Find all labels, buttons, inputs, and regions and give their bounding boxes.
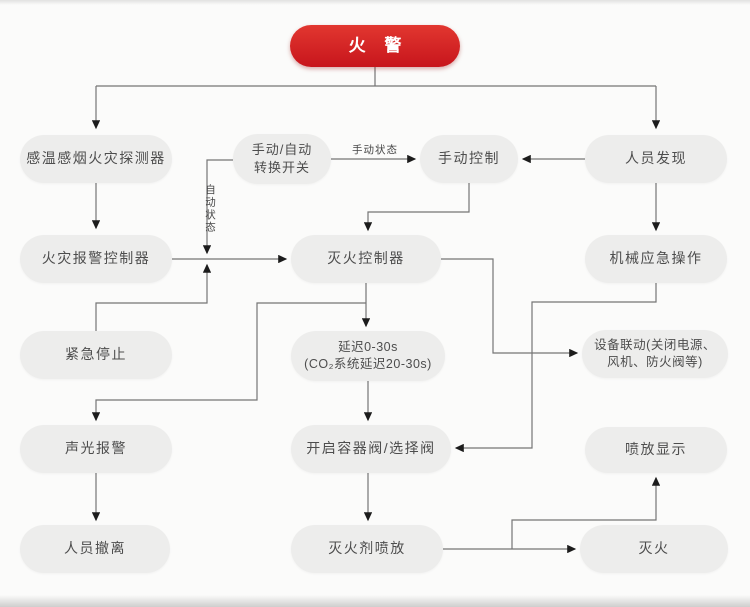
node-fire-alarm-controller: 火灾报警控制器 (20, 235, 172, 283)
node-person-discovery: 人员发现 (585, 135, 727, 183)
node-equipment-linkage: 设备联动(关闭电源、 风机、防火阀等) (582, 330, 728, 378)
node-sound-light-alarm: 声光报警 (20, 425, 172, 473)
edge-label-manual-state: 手动状态 (352, 144, 398, 156)
edge-label-auto-state: 自动状态 (204, 184, 216, 234)
node-delay: 延迟0-30s (CO₂系统延迟20-30s) (291, 331, 445, 381)
photo-edge-top (0, 0, 750, 5)
node-discharge-display: 喷放显示 (585, 427, 727, 473)
node-fire-extinguished: 灭火 (580, 525, 728, 573)
node-emergency-stop: 紧急停止 (20, 331, 172, 379)
node-manual-auto-switch: 手动/自动 转换开关 (233, 134, 331, 184)
node-personnel-evacuation: 人员撤离 (20, 525, 170, 573)
node-manual-control: 手动控制 (420, 135, 518, 183)
node-extinguishing-controller: 灭火控制器 (291, 235, 441, 283)
photo-edge-bottom (0, 595, 750, 607)
node-open-container-valve: 开启容器阀/选择阀 (291, 425, 451, 473)
node-fire-detector: 感温感烟火灾探测器 (20, 135, 172, 183)
node-agent-discharge: 灭火剂喷放 (291, 525, 443, 573)
node-fire-alarm: 火 警 (290, 25, 460, 67)
node-mechanical-emergency-operation: 机械应急操作 (585, 235, 727, 283)
